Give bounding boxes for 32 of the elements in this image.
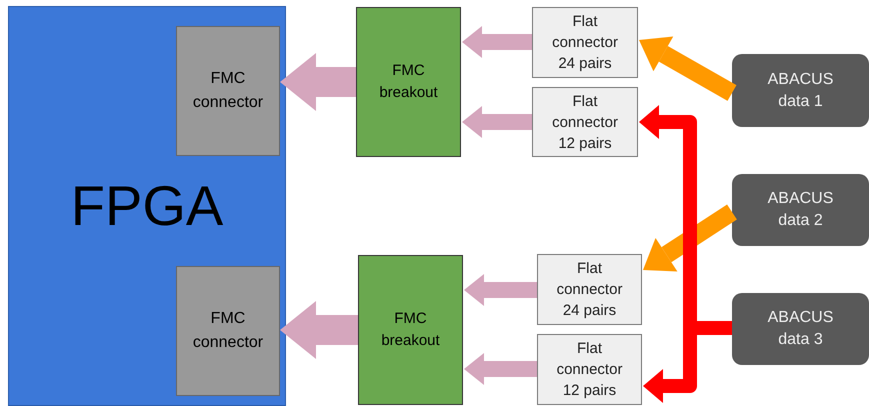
connector-box xyxy=(176,266,280,396)
breakout-box xyxy=(358,255,463,405)
block-arrow xyxy=(464,353,537,385)
node-label: FMC breakout xyxy=(380,308,441,351)
block-arrow xyxy=(462,26,532,58)
connector-box xyxy=(537,254,642,325)
connector-box xyxy=(532,7,638,78)
node-label: FMC connector xyxy=(192,309,264,353)
block-arrow xyxy=(280,53,356,111)
node-label: Flat connector 24 pairs xyxy=(556,259,624,321)
block-arrow xyxy=(462,106,532,138)
node-label: Flat connector 12 pairs xyxy=(551,92,619,154)
node-label: FMC connector xyxy=(192,69,264,113)
node-label: ABACUS data 2 xyxy=(766,189,834,231)
node-label: Flat connector 12 pairs xyxy=(556,339,624,401)
node-label: ABACUS data 1 xyxy=(766,70,834,112)
block-arrow xyxy=(639,36,736,101)
block-arrow xyxy=(280,301,358,359)
node-label: ABACUS data 3 xyxy=(766,308,834,350)
node-label: Flat connector 24 pairs xyxy=(551,12,619,74)
connector-box xyxy=(537,334,642,405)
fpga-block xyxy=(8,6,286,406)
node-label: FMC breakout xyxy=(378,60,439,103)
node-label: FPGA xyxy=(70,173,224,239)
data-source-box xyxy=(732,293,869,365)
breakout-box xyxy=(356,7,461,157)
connector-box xyxy=(532,87,638,157)
block-arrow xyxy=(464,274,537,306)
block-arrow xyxy=(643,204,737,272)
data-source-box xyxy=(732,174,869,246)
data-source-box xyxy=(732,54,869,127)
connector-box xyxy=(176,26,280,156)
